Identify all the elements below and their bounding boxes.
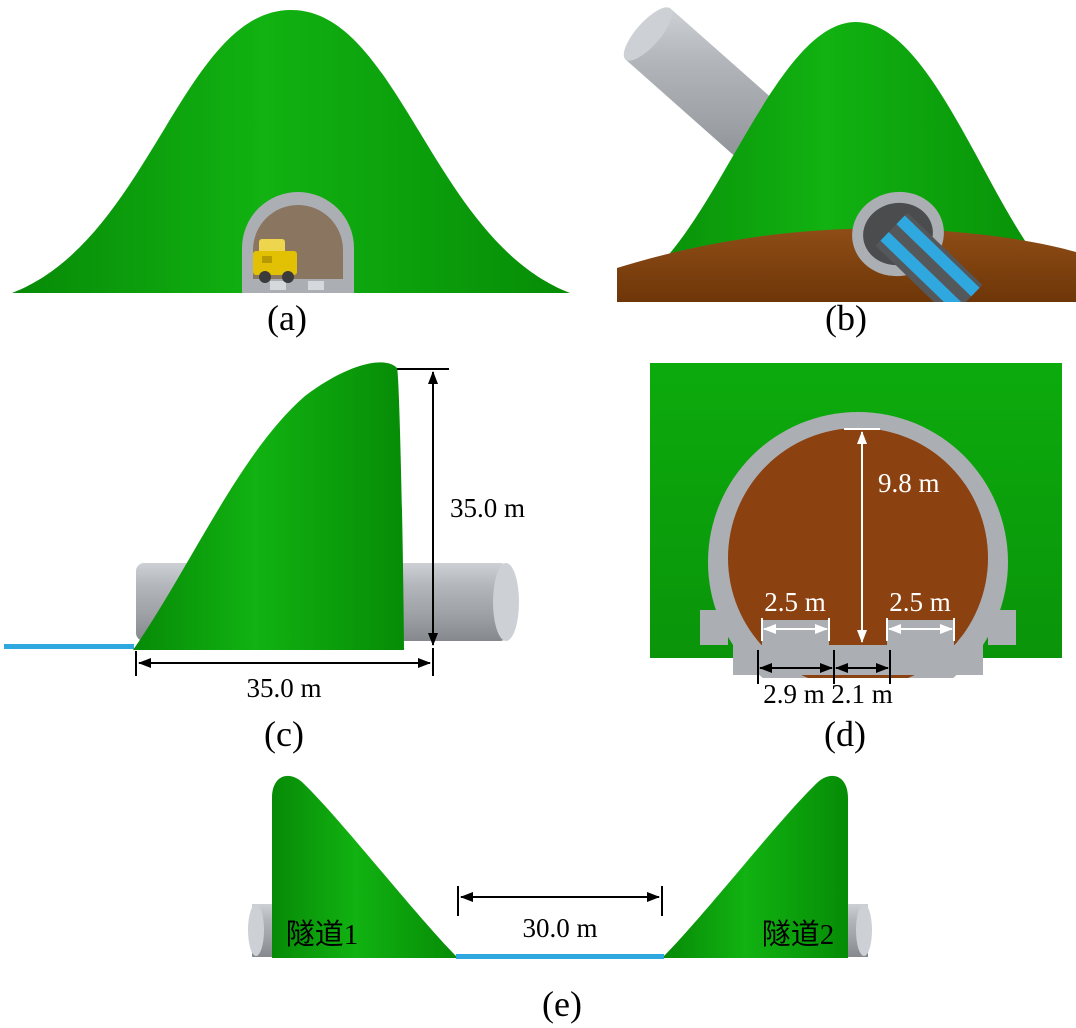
- tube-left-cap: [248, 904, 264, 956]
- width-dim-label: 35.0 m: [246, 673, 321, 703]
- vehicle-wheel-right: [282, 271, 294, 283]
- vehicle-detail: [262, 256, 272, 263]
- water-line-gap: [456, 954, 664, 959]
- mountain-right: [662, 775, 848, 958]
- mountain-profile: [133, 362, 404, 650]
- panel-b-label: (b): [825, 298, 867, 338]
- base-left-label: 2.9 m: [763, 679, 825, 709]
- panel-c-label: (c): [264, 714, 304, 754]
- tube-right-cap: [856, 904, 872, 956]
- lining-foot-right: [988, 610, 1016, 645]
- exit-road: [875, 212, 983, 302]
- tunnel2-label: 隧道2: [762, 918, 835, 951]
- vehicle-body: [253, 251, 297, 275]
- lining-foot-left: [700, 610, 728, 645]
- panel-d-label: (d): [824, 714, 866, 754]
- base-right-label: 2.1 m: [831, 679, 893, 709]
- panel-e-label: (e): [542, 984, 582, 1024]
- tunnel-height-label: 9.8 m: [878, 468, 940, 498]
- vehicle-wheel-left: [259, 271, 271, 283]
- panel-b: (b): [617, 7, 1076, 338]
- water-line: [4, 644, 134, 649]
- track-trough-left: [270, 281, 286, 290]
- cross-section: [650, 363, 1062, 678]
- panel-d: 9.8 m 2.5 m 2.5 m 2.9 m 2.1 m (d): [650, 363, 1062, 754]
- mountain-perspective: [622, 22, 1074, 292]
- bench-right: [887, 620, 954, 645]
- bench-left: [762, 620, 829, 645]
- tube-end-cap: [623, 7, 673, 61]
- road-base: [875, 212, 983, 302]
- ledge-right-label: 2.5 m: [889, 587, 951, 617]
- panel-a: (a): [12, 10, 570, 338]
- mountain-left: [272, 775, 458, 958]
- road-stripe-left: [896, 215, 980, 297]
- road-stripe-right: [880, 232, 964, 302]
- tunnel1-label: 隧道1: [286, 918, 359, 951]
- panel-a-label: (a): [267, 298, 307, 338]
- height-dim-label: 35.0 m: [450, 493, 525, 523]
- tube-cap-right: [493, 563, 519, 641]
- invert-slab: [733, 645, 983, 675]
- vehicle-cab: [259, 239, 285, 254]
- gap-dim-label: 30.0 m: [522, 913, 597, 943]
- panel-e: 30.0 m 隧道1 隧道2 (e): [248, 775, 872, 1024]
- ledge-left-label: 2.5 m: [764, 587, 826, 617]
- track-trough-right: [308, 281, 324, 290]
- mountain-front: [12, 10, 570, 293]
- panel-c: 35.0 m 35.0 m (c): [4, 362, 525, 754]
- vehicle: [253, 239, 297, 283]
